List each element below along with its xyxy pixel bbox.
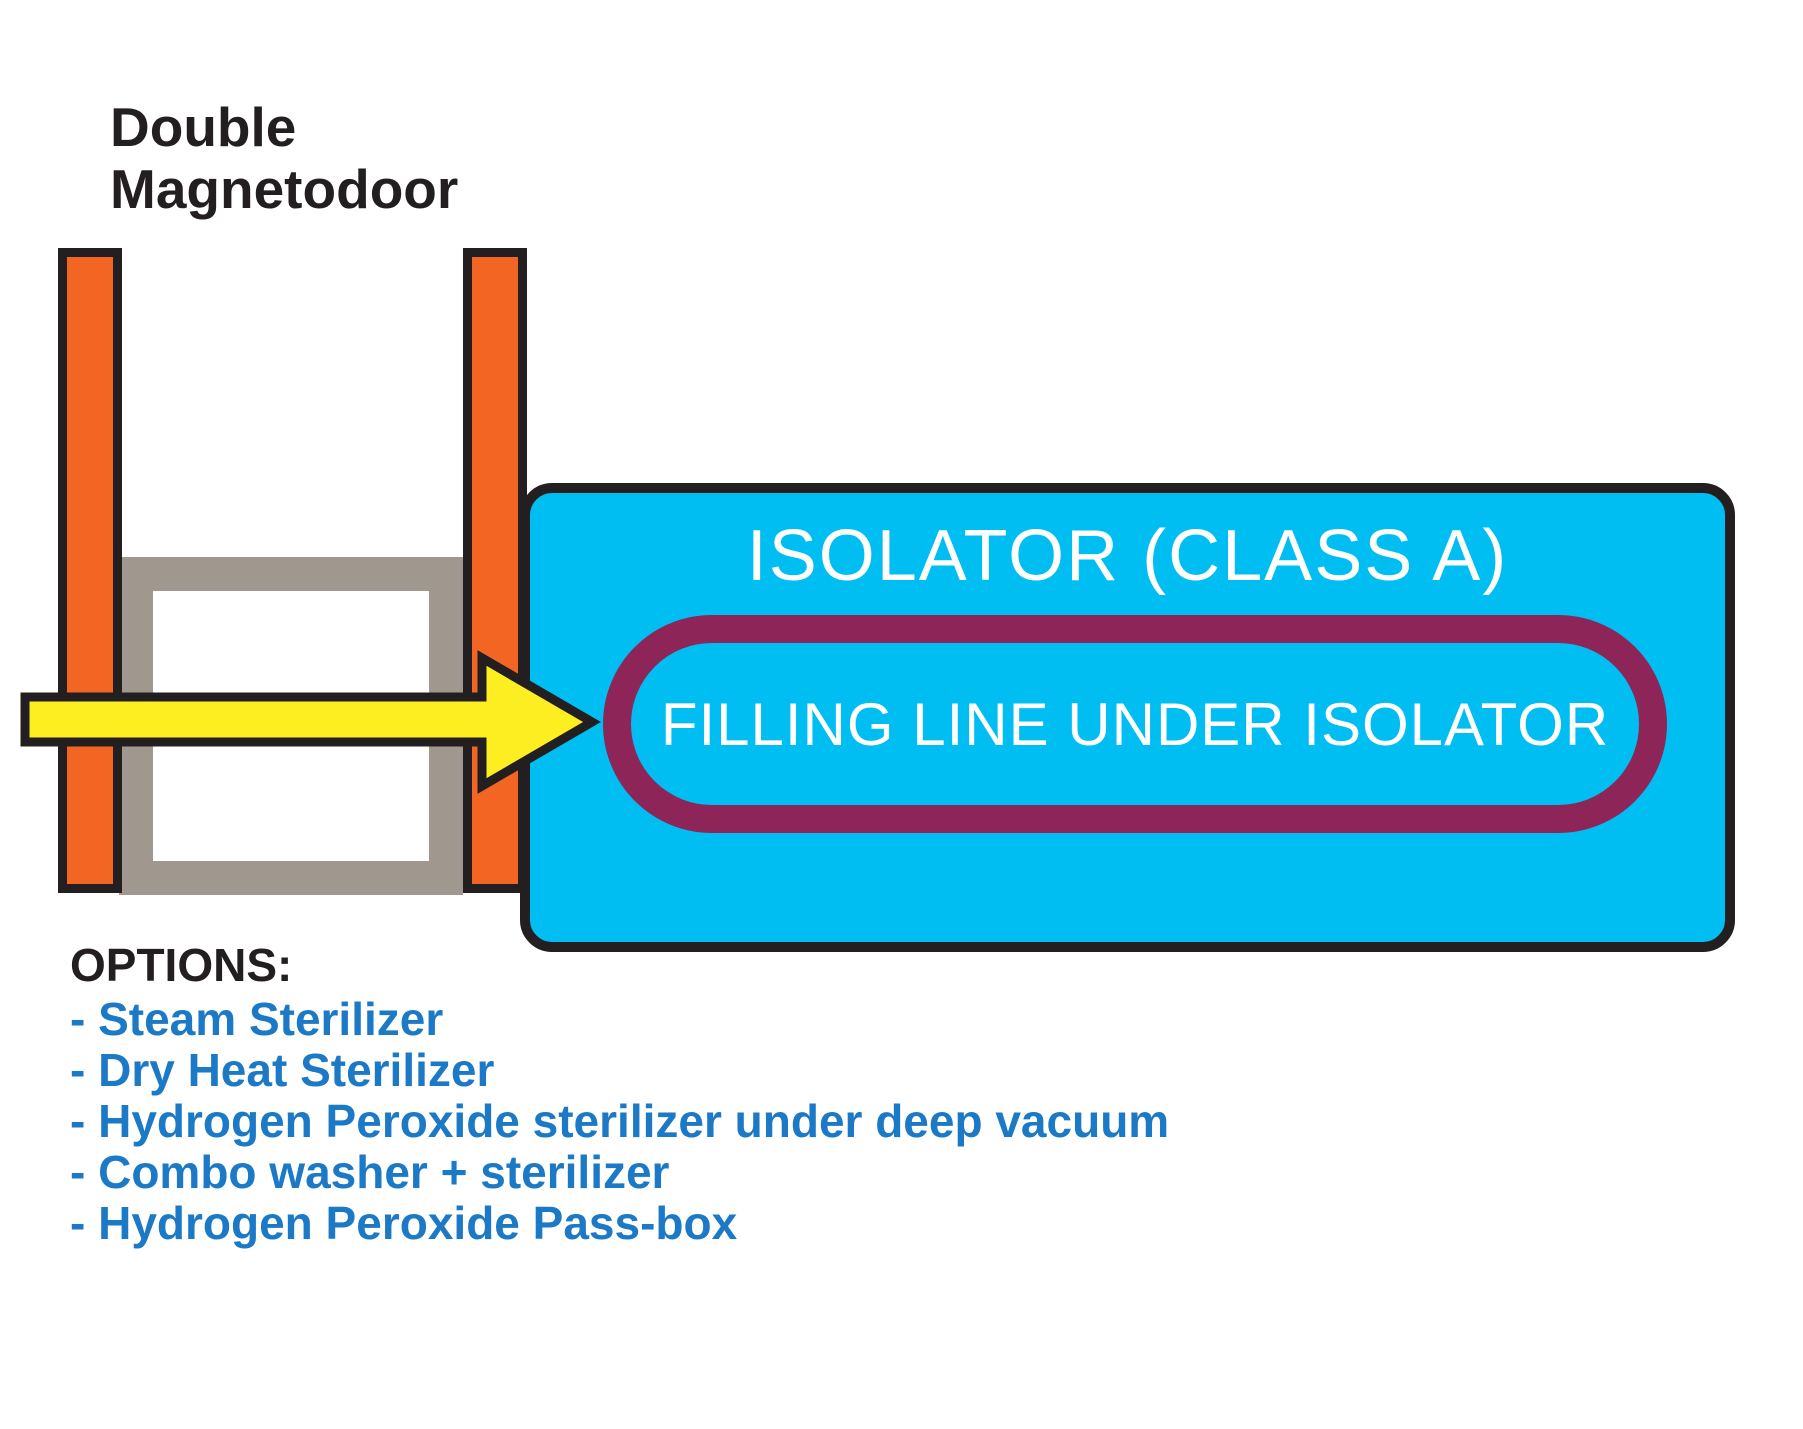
door-frame [119, 557, 463, 895]
magnetodoor-bar-left [58, 248, 122, 893]
isolator-heading: ISOLATOR (CLASS A) [746, 516, 1509, 596]
options-list: - Steam Sterilizer - Dry Heat Sterilizer… [70, 994, 1169, 1249]
title-line-2: Magnetodoor [110, 158, 459, 220]
options-heading: OPTIONS: [70, 939, 293, 991]
option-item-hydrogen-peroxide-pass-box: - Hydrogen Peroxide Pass-box [70, 1197, 738, 1249]
filling-line-outline: FILLING LINE UNDER ISOLATOR [603, 615, 1667, 833]
filling-line-label: FILLING LINE UNDER ISOLATOR [660, 690, 1610, 758]
double-magnetodoor-title: Double Magnetodoor [110, 96, 458, 220]
title-line-1: Double [110, 96, 297, 158]
option-item-dry-heat-sterilizer: - Dry Heat Sterilizer [70, 1044, 495, 1096]
isolator-class-a-box: ISOLATOR (CLASS A) FILLING LINE UNDER IS… [520, 483, 1735, 952]
option-item-combo-washer-sterilizer: - Combo washer + sterilizer [70, 1146, 670, 1198]
magnetodoor-bar-right [463, 248, 527, 893]
option-item-steam-sterilizer: - Steam Sterilizer [70, 993, 444, 1045]
option-item-hydrogen-peroxide-sterilizer: - Hydrogen Peroxide sterilizer under dee… [70, 1095, 1170, 1147]
